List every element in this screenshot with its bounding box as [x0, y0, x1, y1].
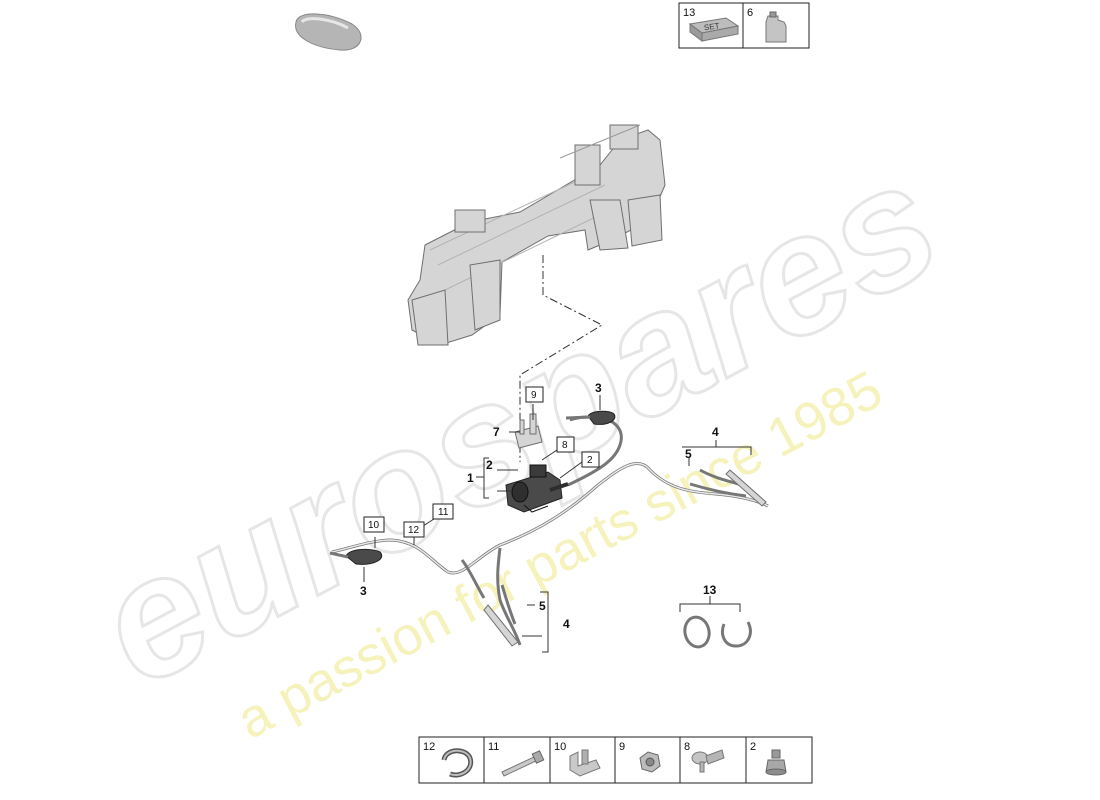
- callout-7: 7: [493, 425, 500, 439]
- bottom-legend: 12 11 10 9 8 2: [418, 736, 813, 784]
- crossmember-part: [407, 124, 666, 346]
- callout-3-top: 3: [595, 381, 602, 395]
- set-label: SET: [703, 21, 720, 32]
- callout-1: 1: [467, 471, 474, 485]
- legend-number-8: 8: [684, 741, 690, 753]
- locator-line: [519, 255, 604, 462]
- bracket-part: [514, 413, 543, 449]
- circlip-pair-part: [683, 615, 752, 649]
- callout-3-left: 3: [360, 584, 367, 598]
- actuator-top: [565, 410, 616, 425]
- set-box-icon: SET: [688, 17, 740, 42]
- nut-icon: [639, 751, 661, 773]
- boxed-callout-10: 10: [368, 520, 380, 531]
- top-legend: 13 SET 6: [678, 2, 810, 49]
- callouts: 1 2 3 3 4 5 4 5 7 13: [360, 381, 719, 631]
- legend-number-9: 9: [619, 741, 625, 753]
- legend-number-13: 13: [683, 7, 695, 19]
- boxed-callouts: 9 8 2 10 12 11: [363, 386, 600, 538]
- boxed-callout-12: 12: [408, 525, 420, 536]
- hydraulic-pump-part: [505, 464, 569, 513]
- callout-5-lower: 5: [539, 599, 546, 613]
- cable-harness: [331, 415, 769, 646]
- callout-4-lower: 4: [563, 617, 570, 631]
- torx-screw-icon: [691, 749, 725, 773]
- boxed-callout-11: 11: [438, 507, 449, 518]
- legend-number-11: 11: [488, 741, 499, 753]
- actuator-left: [329, 548, 383, 565]
- boxed-callout-8: 8: [562, 440, 568, 451]
- rubber-pad-part: [295, 13, 362, 51]
- hydraulic-line-right: [689, 469, 767, 507]
- leader-lines: [363, 395, 752, 653]
- boxed-callout-2: 2: [587, 455, 593, 466]
- bolt-icon: [501, 750, 545, 777]
- legend-number-6: 6: [747, 7, 753, 19]
- callout-4-right: 4: [712, 425, 719, 439]
- legend-number-2: 2: [750, 741, 756, 753]
- bracket-clip-icon: [569, 749, 601, 777]
- callout-2: 2: [486, 458, 493, 472]
- fluid-bottle-icon: [765, 11, 787, 43]
- legend-number-10: 10: [554, 741, 566, 753]
- legend-number-12: 12: [423, 741, 435, 753]
- clip-ring-icon: [441, 748, 474, 778]
- boxed-callout-9: 9: [531, 390, 537, 401]
- callout-5-right: 5: [685, 447, 692, 461]
- rubber-mount-icon: [765, 749, 787, 776]
- callout-13: 13: [703, 583, 717, 597]
- hydraulic-line-lower: [483, 584, 519, 647]
